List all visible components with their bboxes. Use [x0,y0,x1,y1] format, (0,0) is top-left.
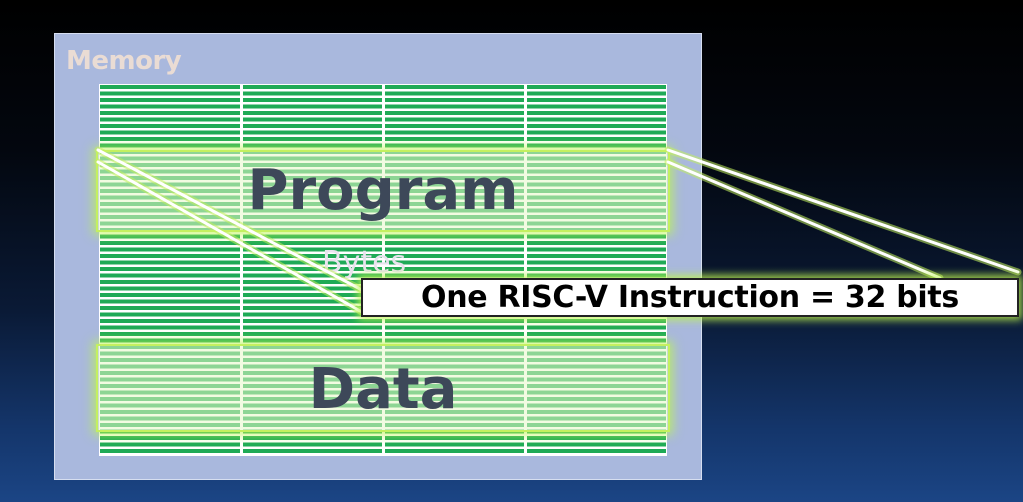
grid-column-divider [240,84,243,456]
callout-line-right-top [666,148,1020,274]
memory-title: Memory [66,46,182,76]
callout-line-right-bottom [666,160,942,280]
program-label: Program [247,158,519,223]
callout-line-left-top [96,148,364,292]
grid-column-divider [382,84,385,456]
grid-column-divider [524,84,527,456]
data-region [96,344,670,432]
instruction-callout-text: One RISC-V Instruction = 32 bits [421,279,959,315]
callout-line-left-bottom [96,160,364,314]
data-label: Data [308,357,458,422]
instruction-callout: One RISC-V Instruction = 32 bits [361,278,1019,317]
